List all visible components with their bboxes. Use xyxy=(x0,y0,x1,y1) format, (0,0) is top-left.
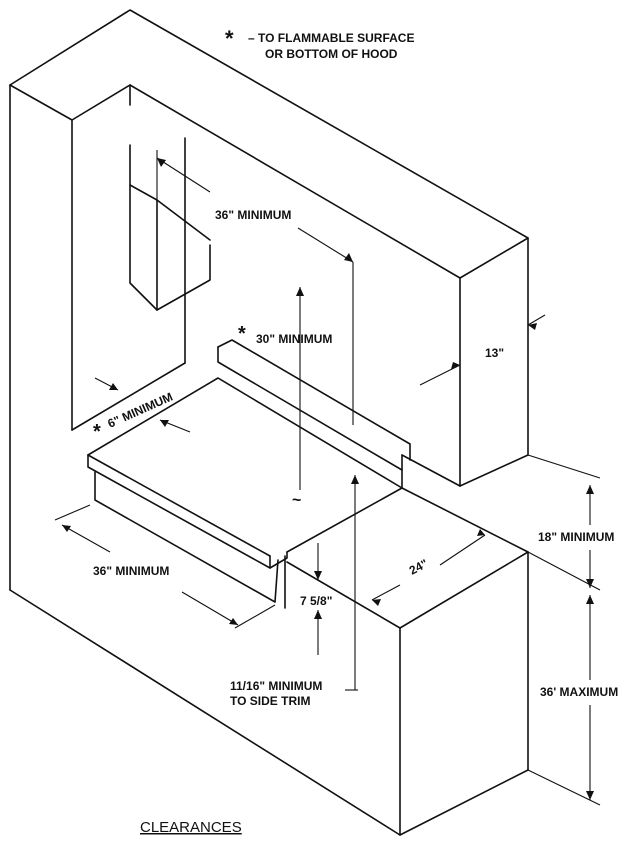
cabinet-depth-label: 13" xyxy=(485,346,504,360)
break-mark: ~ xyxy=(292,492,301,509)
base-height-label: 36' MAXIMUM xyxy=(540,685,618,699)
hood-height-label: 30" MINIMUM xyxy=(256,332,332,346)
range-cooktop xyxy=(87,377,403,609)
opening-width-label: 36" MINIMUM xyxy=(93,564,169,578)
extension-lines xyxy=(54,454,601,806)
hood-height-marker: * xyxy=(238,323,246,345)
upper-clearance-label: 18" MINIMUM xyxy=(538,530,614,544)
note-asterisk: * xyxy=(225,26,234,51)
counter-depth-label: 24" xyxy=(407,556,430,577)
note-block: * – TO FLAMMABLE SURFACE OR BOTTOM OF HO… xyxy=(225,26,414,61)
note-line-1: – TO FLAMMABLE SURFACE xyxy=(248,31,414,45)
side-clearance-marker: * xyxy=(93,421,101,443)
arrowheads xyxy=(62,158,594,800)
hood-width-label: 36" MINIMUM xyxy=(215,208,291,222)
note-line-2: OR BOTTOM OF HOOD xyxy=(265,47,398,61)
backsplash xyxy=(217,339,411,489)
base-counter xyxy=(286,487,529,836)
trim-label-line-2: TO SIDE TRIM xyxy=(230,694,310,708)
wall-frame xyxy=(9,9,529,836)
diagram-title: CLEARANCES xyxy=(140,819,242,836)
range-hood xyxy=(129,144,211,311)
cooktop-height-label: 7 5/8" xyxy=(300,594,332,608)
trim-label-line-1: 11/16" MINIMUM xyxy=(230,679,322,693)
